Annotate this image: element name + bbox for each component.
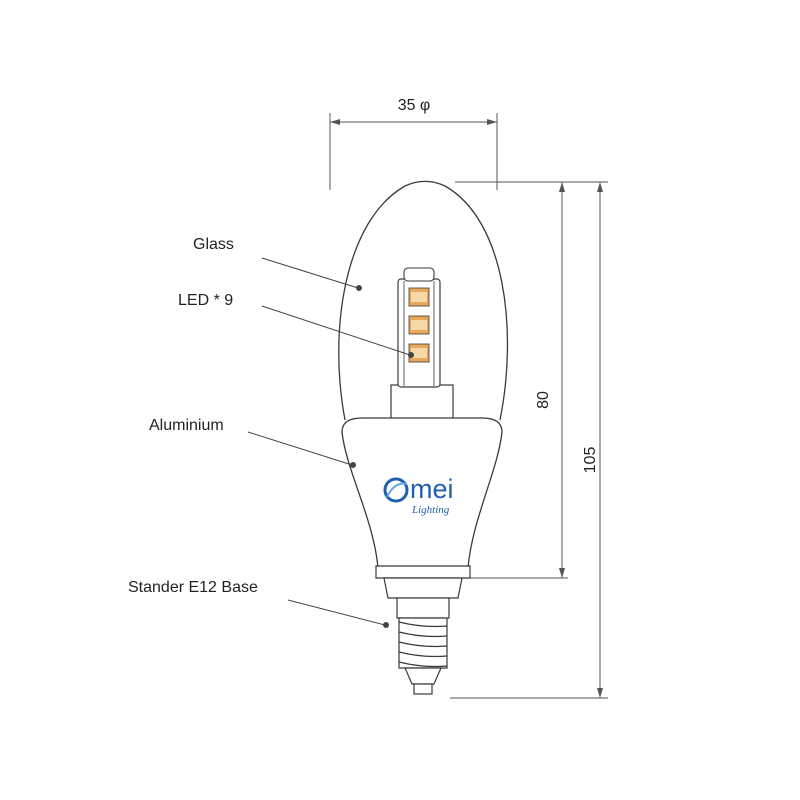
led-label: LED * 9	[178, 292, 233, 309]
led-leader-dot	[408, 352, 414, 358]
diameter-arrow-left	[330, 119, 340, 125]
base-label: Stander E12 Base	[128, 579, 258, 596]
total-height-dimension	[450, 182, 608, 699]
body-height-arrow-top	[559, 182, 565, 192]
total-height-arrow-bottom	[597, 688, 603, 698]
base-insulator	[404, 667, 442, 685]
led-leader	[261, 305, 411, 356]
aluminium-label: Aluminium	[149, 417, 224, 434]
aluminium-collar	[383, 577, 463, 599]
glass-leader-dot	[356, 285, 362, 291]
brand-name: mei	[410, 474, 454, 504]
base-neck	[396, 597, 450, 619]
brand-logo-mark-bg	[383, 477, 409, 503]
led-chip-highlight	[411, 348, 427, 358]
aluminium-leader-dot	[350, 462, 356, 468]
brand-logo-mark-swoosh	[386, 482, 408, 498]
e12-base	[396, 597, 450, 695]
diameter-arrow-right	[487, 119, 497, 125]
glass-label: Glass	[193, 236, 234, 253]
base-leader	[287, 599, 386, 626]
base-leader-dot	[383, 622, 389, 628]
aluminium-leader	[247, 431, 353, 466]
total-height-arrow-top	[597, 182, 603, 192]
glass-leader	[261, 257, 359, 289]
body-height-dimension	[455, 181, 608, 579]
glass-envelope	[338, 180, 509, 421]
diameter-dimension	[329, 113, 498, 190]
led-column	[390, 267, 454, 424]
base-contact	[413, 683, 433, 695]
brand-tagline: Lighting	[411, 504, 450, 516]
diameter-value: 35 φ	[398, 97, 431, 114]
aluminium-body	[341, 417, 503, 569]
callout-leaders	[247, 257, 414, 628]
aluminium-rim	[375, 565, 471, 579]
led-chip-highlight	[411, 320, 427, 330]
led-chip-highlight	[411, 292, 427, 302]
base-thread-shell	[398, 617, 448, 669]
total-height-value: 105	[582, 447, 599, 474]
brand-logo: mei Lighting	[383, 474, 454, 516]
body-height-arrow-bottom	[559, 568, 565, 578]
led-post-neck	[403, 267, 435, 282]
body-height-value: 80	[535, 391, 552, 409]
led-socket	[390, 384, 454, 424]
base-threads	[398, 621, 448, 668]
